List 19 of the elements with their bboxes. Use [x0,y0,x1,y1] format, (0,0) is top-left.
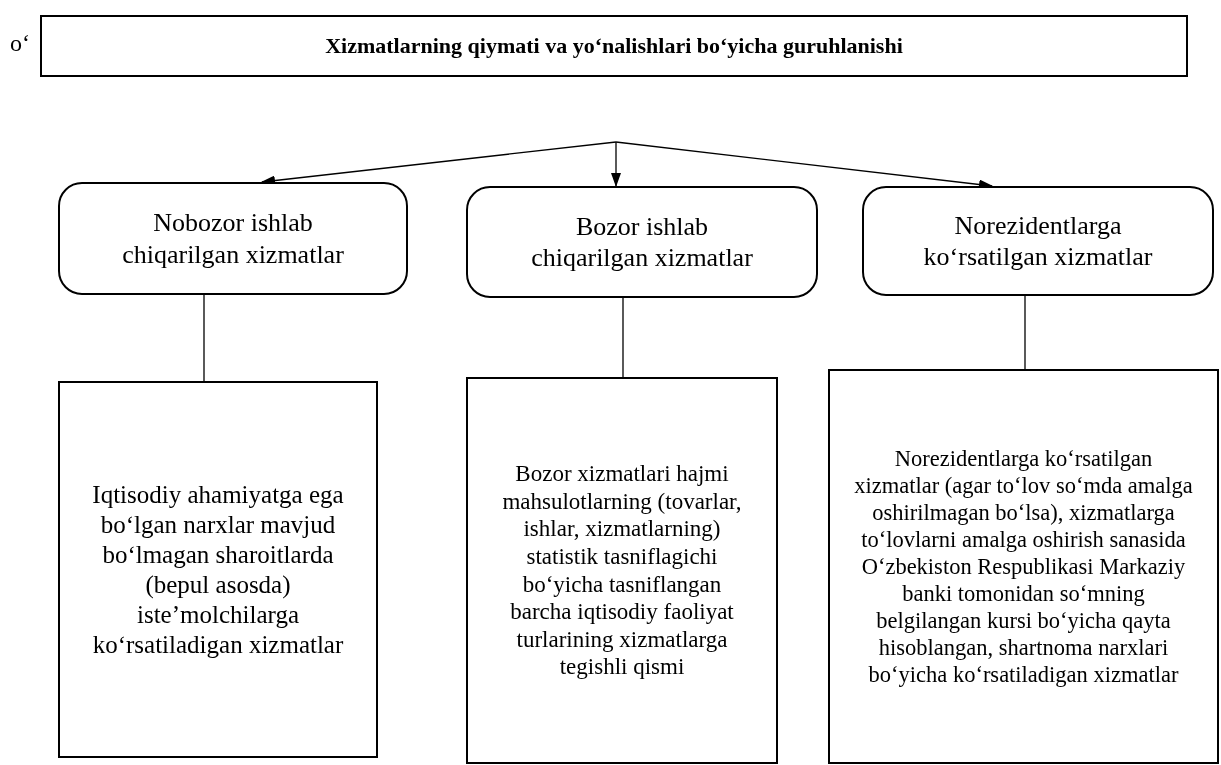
category-box [58,182,408,295]
description-box [466,377,778,764]
arrow [611,141,621,187]
connector-line [1024,295,1026,370]
box-text: Norezidentlarga ko‘rsatilgan xizmatlar (agar to‘lov so‘mda amalga oshirilmagan bo‘lsa), xizmatlarga to‘lovlarni amalga oshirish sanasida O‘zbekiston Respublikasi Markaziy banki tomonidan so‘mning belgilangan kursi bo‘yicha qayta hisoblangan, shartnoma narxlari bo‘yicha ko‘rsatiladigan xizmatlar [853,445,1194,688]
box-text: Nobozor ishlab chiqarilgan xizmatlar [121,207,345,270]
connector-line [203,294,205,382]
description-box [828,369,1219,764]
box-text: Iqtisodiy ahamiyatga ega bo‘lgan narxlar mavjud bo‘lmagan sharoitlarda (bepul asosda) iste’molchilarga ko‘rsatiladigan xizmatlar [91,479,345,660]
title-box [40,15,1188,77]
box-text: Bozor ishlab chiqarilgan xizmatlar [530,210,754,274]
category-box [466,186,818,298]
category-box [862,186,1214,296]
box-text: Bozor xizmatlari hajmi mahsulotlarning (tovarlar, ishlar, xizmatlarning) statistik tasniflagichi bo‘yicha tasniflangan barcha iqtisodiy faoliyat turlarining xizmatlarga tegishli qismi [501,460,743,681]
title-text: Xizmatlarning qiymati va yo‘nalishlari bo‘yicha guruhlanishi [325,33,903,59]
description-box [58,381,378,758]
stray-text: o‘ [10,30,30,57]
box-text: Norezidentlarga ko‘rsatilgan xizmatlar [922,209,1154,273]
connector-line [622,297,624,378]
